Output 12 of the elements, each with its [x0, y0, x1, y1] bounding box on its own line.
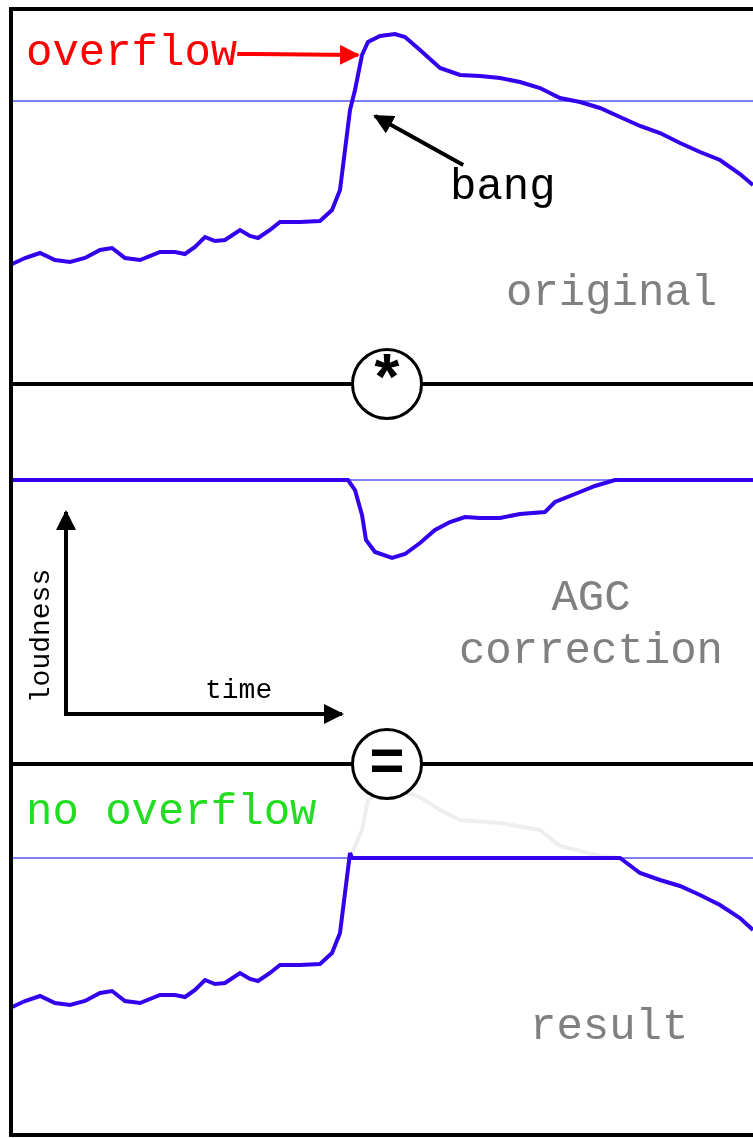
panel-label: result	[530, 1005, 689, 1049]
axis-label: time	[205, 677, 273, 705]
arrow	[237, 44, 360, 65]
axis-label: loudness	[28, 568, 57, 704]
panel-label: original	[506, 271, 718, 315]
callout-text: overflow	[26, 31, 238, 75]
callout-text: bang	[450, 165, 556, 209]
multiply-operator-circle: *	[351, 348, 423, 420]
equals-operator-circle: =	[351, 728, 423, 800]
panel-label: AGC correction	[457, 572, 724, 678]
arrow	[373, 114, 465, 167]
annotation-text: no overflow	[26, 790, 317, 834]
